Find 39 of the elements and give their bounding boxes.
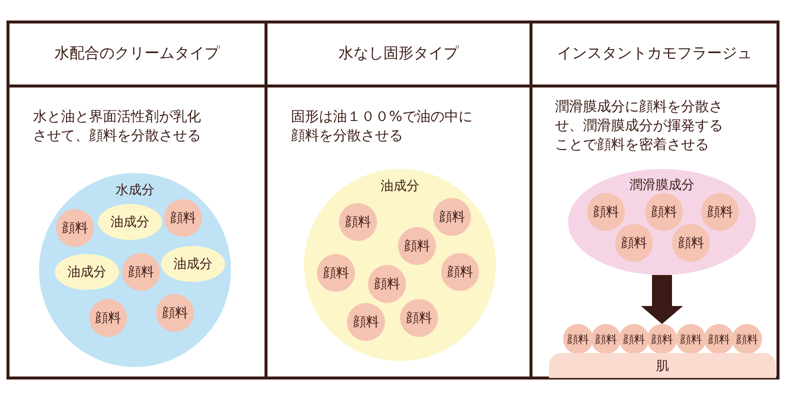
pigment-circle: 顔料 bbox=[587, 193, 625, 231]
phase-label: 油成分 bbox=[380, 178, 420, 195]
oil-droplet-oval: 油成分 bbox=[161, 246, 225, 282]
pigment-circle: 顔料 bbox=[672, 224, 710, 262]
description-text: 固形は油１００%で油の中に顔料を分散させる bbox=[291, 108, 474, 146]
column-header: 水なし固形タイプ bbox=[338, 44, 460, 63]
phase-label: 水成分 bbox=[116, 182, 154, 199]
oil-droplet-oval: 油成分 bbox=[55, 254, 119, 290]
pigment-circle: 顔料 bbox=[563, 324, 593, 354]
pigment-circle: 顔料 bbox=[317, 254, 355, 292]
pigment-circle: 顔料 bbox=[647, 324, 677, 354]
pigment-circle: 顔料 bbox=[701, 193, 739, 231]
pigment-circle: 顔料 bbox=[619, 324, 649, 354]
column-header: 水配合のクリームタイプ bbox=[54, 44, 221, 63]
pigment-circle: 顔料 bbox=[732, 324, 762, 354]
description-text: 潤滑膜成分に顔料を分散させ、潤滑膜成分が揮発することで顔料を密着させる bbox=[555, 98, 724, 155]
pigment-circle: 顔料 bbox=[122, 253, 160, 291]
pigment-circle: 顔料 bbox=[591, 324, 621, 354]
pigment-circle: 顔料 bbox=[400, 299, 438, 337]
pigment-circle: 顔料 bbox=[368, 265, 406, 303]
pigment-circle: 顔料 bbox=[164, 199, 202, 237]
pigment-circle: 顔料 bbox=[89, 299, 127, 337]
pigment-circle: 顔料 bbox=[156, 294, 194, 332]
pigment-circle: 顔料 bbox=[433, 198, 471, 236]
phase-label: 潤滑膜成分 bbox=[630, 177, 694, 194]
pigment-circle: 顔料 bbox=[704, 324, 734, 354]
oil-droplet-oval: 油成分 bbox=[98, 204, 162, 240]
pigment-circle: 顔料 bbox=[645, 193, 683, 231]
down-arrow bbox=[641, 275, 683, 324]
column-header: インスタントカモフラージュ bbox=[556, 44, 753, 63]
pigment-circle: 顔料 bbox=[676, 324, 706, 354]
pigment-circle: 顔料 bbox=[347, 303, 385, 341]
pigment-circle: 顔料 bbox=[398, 227, 436, 265]
pigment-circle: 顔料 bbox=[56, 209, 94, 247]
pigment-circle: 顔料 bbox=[339, 203, 377, 241]
skin-band: 肌 bbox=[549, 353, 776, 378]
pigment-circle: 顔料 bbox=[441, 253, 479, 291]
description-text: 水と油と界面活性剤が乳化させて、顔料を分散させる bbox=[33, 108, 202, 146]
pigment-circle: 顔料 bbox=[615, 224, 653, 262]
